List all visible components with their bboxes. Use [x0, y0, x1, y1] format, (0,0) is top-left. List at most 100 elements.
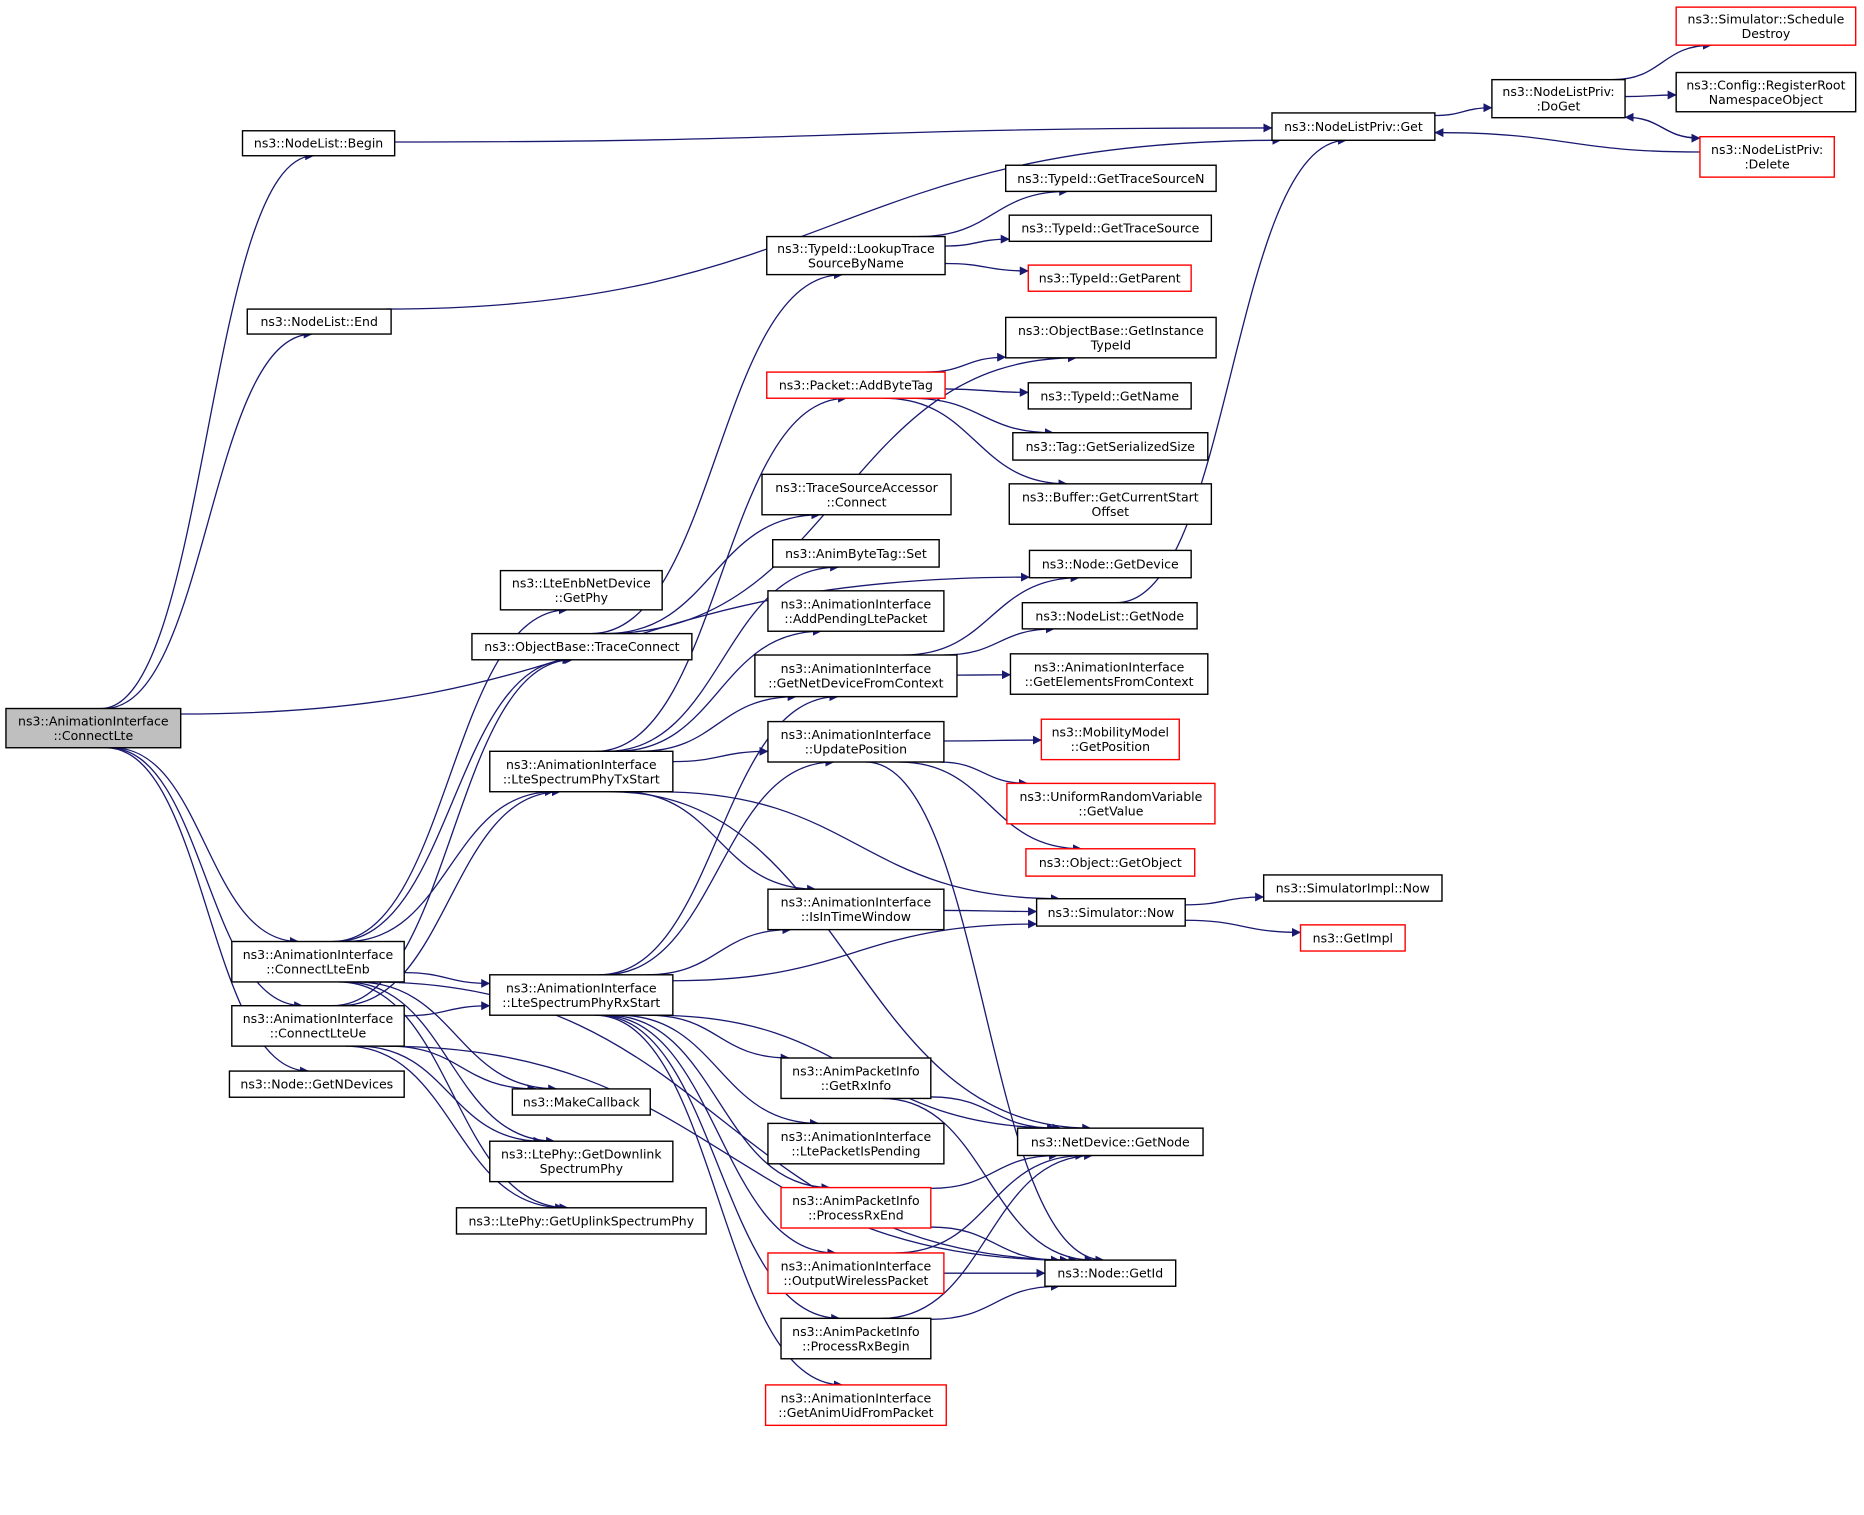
graph-node[interactable]: ns3::AnimationInterface::OutputWirelessP…: [767, 1252, 945, 1295]
node-box: [766, 371, 946, 399]
call-edge: [672, 746, 769, 763]
graph-node[interactable]: ns3::AnimationInterface::ConnectLteEnb: [231, 940, 405, 983]
node-label: ns3::TypeId::LookupTrace: [777, 241, 935, 256]
graph-node[interactable]: ns3::AnimationInterface::AddPendingLtePa…: [767, 590, 945, 632]
graph-node[interactable]: ns3::Node::GetDevice: [1028, 549, 1192, 579]
graph-node[interactable]: ns3::TypeId::GetTraceSourceN: [1005, 164, 1217, 193]
node-box: [1005, 164, 1217, 193]
graph-node[interactable]: ns3::AnimationInterface::ConnectLte: [5, 707, 182, 749]
node-label: SpectrumPhy: [540, 1161, 624, 1176]
node-label: ::ProcessRxEnd: [808, 1208, 904, 1223]
node-label: ns3::AnimationInterface: [243, 947, 394, 962]
graph-node[interactable]: ns3::AnimationInterface::GetElementsFrom…: [1009, 653, 1209, 695]
graph-node[interactable]: ns3::Packet::AddByteTag: [766, 371, 946, 399]
node-label: ns3::AnimationInterface: [781, 596, 932, 611]
graph-node[interactable]: ns3::GetImpl: [1299, 924, 1406, 952]
graph-node[interactable]: ns3::AnimPacketInfo::ProcessRxBegin: [780, 1317, 932, 1360]
graph-node[interactable]: ns3::Node::GetId: [1044, 1259, 1177, 1287]
node-box: [228, 1070, 405, 1098]
call-edge: [108, 747, 304, 1011]
node-label: ns3::Tag::GetSerializedSize: [1026, 439, 1196, 454]
node-label: ns3::AnimPacketInfo: [792, 1063, 919, 1078]
graph-node[interactable]: ns3::NodeList::End: [246, 308, 392, 335]
graph-node[interactable]: ns3::AnimationInterface::ConnectLteUe: [231, 1005, 405, 1047]
node-box: [231, 1005, 405, 1047]
graph-node[interactable]: ns3::NodeList::GetNode: [1021, 602, 1198, 630]
call-edge: [344, 981, 556, 1146]
graph-node[interactable]: ns3::AnimPacketInfo::GetRxInfo: [780, 1057, 932, 1100]
node-label: ::AddPendingLtePacket: [784, 611, 927, 626]
node-label: ns3::NodeList::End: [260, 314, 377, 329]
node-box: [1008, 214, 1213, 243]
call-edge: [610, 791, 1092, 1133]
graph-node[interactable]: ns3::NodeList::Begin: [241, 130, 396, 157]
node-box: [1299, 924, 1406, 952]
call-edge: [865, 761, 1105, 1265]
graph-node[interactable]: ns3::AnimationInterface::LteSpectrumPhyT…: [489, 750, 674, 793]
call-edge: [357, 1045, 543, 1146]
node-box: [1675, 71, 1857, 113]
graph-node[interactable]: ns3::NetDevice::GetNode: [1016, 1127, 1204, 1157]
graph-node[interactable]: ns3::NodeListPriv::Get: [1271, 112, 1436, 141]
call-edge: [338, 787, 561, 1007]
node-box: [767, 1122, 945, 1165]
call-edge: [930, 1150, 1059, 1190]
call-edge: [910, 397, 1054, 438]
graph-node[interactable]: ns3::LteEnbNetDevice::GetPhy: [499, 569, 663, 611]
graph-node[interactable]: ns3::MakeCallback: [511, 1088, 651, 1116]
graph-node[interactable]: ns3::LtePhy::GetUplinkSpectrumPhy: [455, 1207, 707, 1235]
node-label: ns3::Config::RegisterRoot: [1686, 77, 1845, 92]
graph-node[interactable]: ns3::TypeId::GetTraceSource: [1008, 214, 1213, 243]
node-box: [1012, 432, 1209, 461]
call-edge: [639, 692, 797, 752]
call-edge: [387, 1045, 537, 1094]
call-edge: [1612, 40, 1712, 81]
graph-node[interactable]: ns3::NodeListPriv::DoGet: [1491, 78, 1626, 119]
call-edge: [607, 1014, 831, 1193]
call-edge: [104, 329, 313, 710]
call-edge: [404, 971, 491, 988]
graph-node[interactable]: ns3::AnimationInterface::UpdatePosition: [767, 720, 945, 763]
graph-node[interactable]: ns3::UniformRandomVariable::GetValue: [1006, 782, 1216, 825]
graph-node[interactable]: ns3::MobilityModel::GetPosition: [1040, 718, 1180, 761]
call-edge: [945, 234, 1010, 247]
node-box: [754, 654, 958, 698]
node-label: ns3::NodeList::GetNode: [1035, 608, 1184, 623]
graph-node[interactable]: ns3::AnimationInterface::GetNetDeviceFro…: [754, 654, 958, 698]
node-label: ::GetPosition: [1071, 739, 1150, 754]
node-label: ns3::TypeId::GetTraceSourceN: [1017, 171, 1204, 186]
graph-node[interactable]: ns3::AnimationInterface::LteSpectrumPhyR…: [489, 974, 674, 1016]
call-edge: [882, 1151, 1094, 1319]
call-edge: [100, 151, 315, 710]
graph-node[interactable]: ns3::TypeId::GetName: [1027, 382, 1192, 410]
graph-node[interactable]: ns3::AnimPacketInfo::ProcessRxEnd: [780, 1186, 932, 1229]
call-edge: [621, 791, 817, 894]
node-label: ::ConnectLte: [53, 728, 133, 743]
node-label: ns3::AnimByteTag::Set: [785, 546, 927, 561]
call-edge: [597, 1014, 841, 1323]
graph-node[interactable]: ns3::TraceSourceAccessor::Connect: [761, 473, 952, 516]
graph-node[interactable]: ns3::AnimationInterface::LtePacketIsPend…: [767, 1122, 945, 1165]
graph-node[interactable]: ns3::ObjectBase::TraceConnect: [471, 632, 693, 661]
node-label: Destroy: [1742, 26, 1791, 41]
node-box: [780, 1057, 932, 1100]
node-box: [241, 130, 396, 157]
node-box: [1699, 136, 1835, 178]
graph-node[interactable]: ns3::Simulator::Now: [1035, 898, 1186, 927]
graph-node[interactable]: ns3::NodeListPriv::Delete: [1699, 136, 1835, 178]
graph-node[interactable]: ns3::AnimationInterface::GetAnimUidFromP…: [764, 1384, 947, 1427]
graph-node[interactable]: ns3::Node::GetNDevices: [228, 1070, 405, 1098]
graph-node[interactable]: ns3::AnimByteTag::Set: [772, 539, 940, 568]
graph-node[interactable]: ns3::AnimationInterface::IsInTimeWindow: [767, 888, 945, 931]
call-edge: [591, 270, 844, 635]
graph-node[interactable]: ns3::Tag::GetSerializedSize: [1012, 432, 1209, 461]
graph-node[interactable]: ns3::SimulatorImpl::Now: [1262, 874, 1443, 902]
graph-node[interactable]: ns3::Object::GetObject: [1025, 848, 1196, 877]
graph-node[interactable]: ns3::TypeId::GetParent: [1027, 264, 1192, 292]
